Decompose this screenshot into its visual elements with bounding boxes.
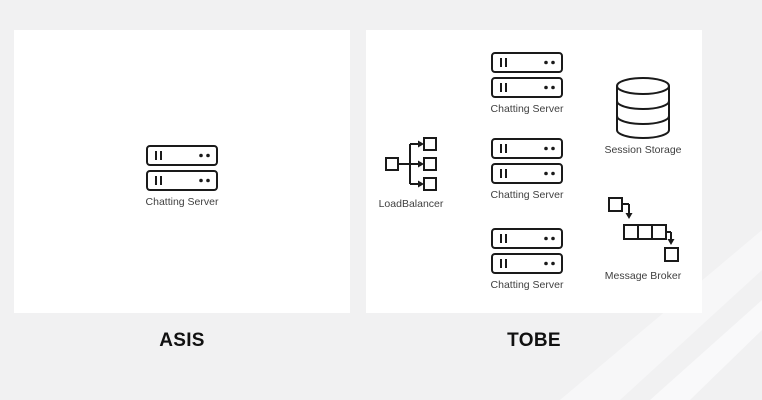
asis-heading: ASIS (159, 330, 205, 351)
server-label: Chatting Server (490, 103, 564, 115)
session-storage: Session Storage (598, 76, 688, 156)
message-broker-label: Message Broker (604, 270, 682, 282)
tobe-panel: LoadBalancer Chatting Server (366, 30, 702, 313)
load-balancer: LoadBalancer (376, 136, 446, 210)
tobe-heading: TOBE (507, 330, 561, 351)
tobe-chatting-server-2: Chatting Server (477, 137, 577, 201)
server-rack-icon (491, 138, 563, 184)
session-storage-label: Session Storage (604, 144, 682, 156)
server-rack-icon (491, 228, 563, 274)
asis-chatting-server: Chatting Server (132, 144, 232, 208)
tobe-chatting-server-3: Chatting Server (477, 227, 577, 291)
server-label: Chatting Server (490, 279, 564, 291)
server-rack-icon (146, 145, 218, 191)
message-broker: Message Broker (598, 196, 688, 282)
load-balancer-label: LoadBalancer (378, 198, 444, 210)
tobe-chatting-server-1: Chatting Server (477, 51, 577, 115)
load-balancer-icon (385, 137, 437, 191)
server-label: Chatting Server (145, 196, 219, 208)
message-queue-icon (608, 197, 679, 262)
asis-panel: Chatting Server (14, 30, 350, 313)
database-icon (616, 77, 670, 139)
server-rack-icon (491, 52, 563, 98)
server-label: Chatting Server (490, 189, 564, 201)
